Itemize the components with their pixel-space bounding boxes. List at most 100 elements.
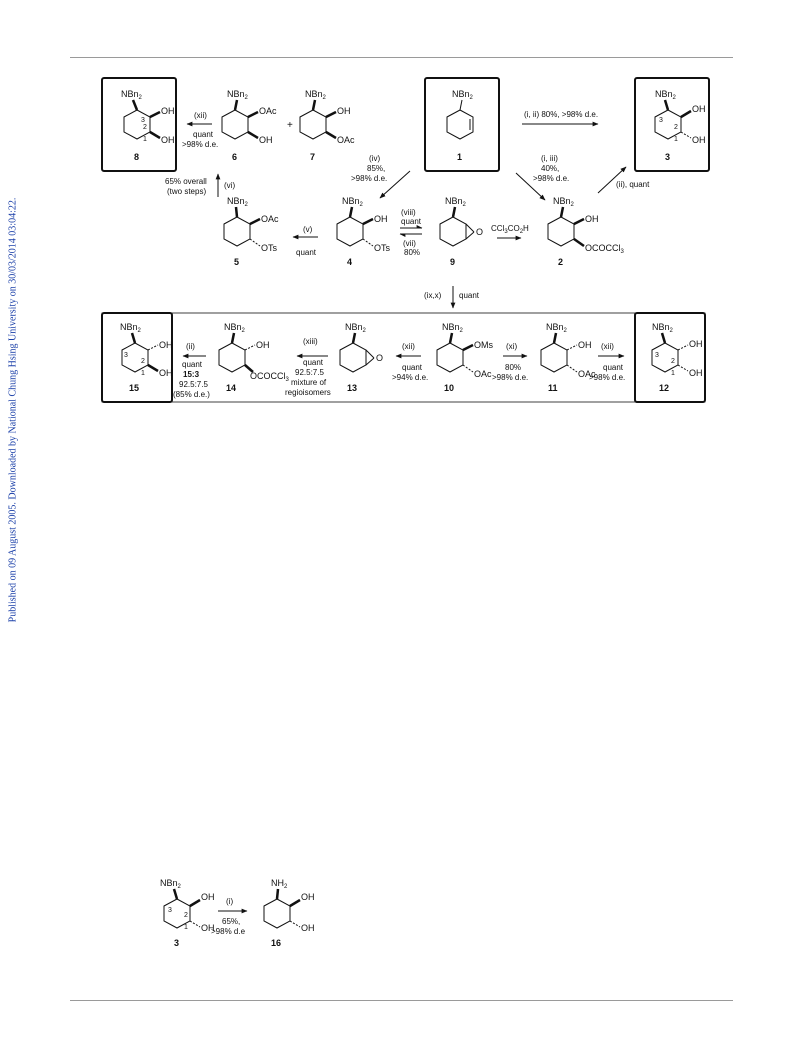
svg-text:>98% d.e.: >98% d.e. bbox=[492, 373, 528, 382]
arrow-2-to-3 bbox=[597, 166, 627, 194]
c2-label: 2 bbox=[558, 257, 563, 267]
c10-oac: OAc bbox=[474, 369, 492, 379]
svg-text:OCOCCl3: OCOCCl3 bbox=[585, 243, 625, 255]
compound-15: NBn2 OH OH 3 2 1 15 bbox=[120, 322, 173, 393]
svg-text:40%,: 40%, bbox=[541, 164, 559, 173]
svg-text:NBn2: NBn2 bbox=[342, 196, 364, 208]
svg-text:(viii): (viii) bbox=[401, 208, 416, 217]
svg-text:quant: quant bbox=[459, 291, 480, 300]
svg-text:3: 3 bbox=[659, 117, 663, 124]
box-compound-1 bbox=[424, 77, 500, 172]
svg-text:65% overall: 65% overall bbox=[165, 177, 207, 186]
svg-text:NBn2: NBn2 bbox=[305, 89, 327, 101]
svg-text:NBn2: NBn2 bbox=[553, 196, 575, 208]
svg-text:1: 1 bbox=[184, 924, 188, 931]
compound-10: NBn2 OMs OAc 10 bbox=[442, 322, 493, 393]
svg-text:16: 16 bbox=[271, 938, 281, 948]
c5-label: 5 bbox=[234, 257, 239, 267]
c4-ots: OTs bbox=[374, 243, 391, 253]
compound-2: NBn2 OH OCOCCl3 2 bbox=[553, 196, 625, 267]
c6-label: 6 bbox=[232, 152, 237, 162]
svg-text:2: 2 bbox=[184, 912, 188, 919]
compound-1: NBn2 1 bbox=[452, 89, 474, 162]
svg-text:>98% d.e.: >98% d.e. bbox=[351, 174, 387, 183]
svg-text:quant: quant bbox=[182, 360, 203, 369]
svg-text:85%,: 85%, bbox=[367, 164, 385, 173]
c12-oh-bottom: OH bbox=[689, 368, 703, 378]
svg-text:NBn2: NBn2 bbox=[546, 322, 568, 334]
box-compound-12 bbox=[634, 312, 706, 403]
svg-text:NBn2: NBn2 bbox=[652, 322, 674, 334]
c2-ester: OCOCCl bbox=[585, 243, 621, 253]
svg-text:65%,: 65%, bbox=[222, 917, 240, 926]
svg-text:NBn2: NBn2 bbox=[655, 89, 677, 101]
svg-text:3: 3 bbox=[168, 907, 172, 914]
svg-text:80%: 80% bbox=[404, 248, 420, 257]
compound-14: NBn2 OH OCOCCl3 14 bbox=[224, 322, 290, 393]
ring-13 bbox=[339, 332, 375, 373]
box-compound-8 bbox=[101, 77, 177, 172]
compound-12: NBn2 OH OH 3 2 1 12 bbox=[652, 322, 703, 393]
ring-7 bbox=[299, 99, 337, 140]
c11-oac: OAc bbox=[578, 369, 596, 379]
svg-text:NBn2: NBn2 bbox=[345, 322, 367, 334]
ring-15 bbox=[121, 332, 159, 373]
c8-oh-bottom: OH bbox=[161, 135, 175, 145]
c8-nbn: NBn bbox=[121, 89, 139, 99]
svg-text:quant: quant bbox=[296, 248, 317, 257]
c11-oh: OH bbox=[578, 340, 592, 350]
svg-text:15:3: 15:3 bbox=[183, 370, 200, 379]
ring-14 bbox=[218, 332, 256, 373]
c15-oh-bottom: OH bbox=[159, 368, 173, 378]
svg-text:(xii): (xii) bbox=[601, 342, 614, 351]
svg-text:mixture of: mixture of bbox=[291, 378, 327, 387]
ring-5 bbox=[223, 206, 261, 247]
svg-text:NBn2: NBn2 bbox=[160, 878, 182, 890]
svg-text:80%: 80% bbox=[505, 363, 521, 372]
svg-text:3: 3 bbox=[655, 352, 659, 359]
compound-3: NBn2 OH OH 3 2 1 3 bbox=[655, 89, 706, 162]
c8-num1: 1 bbox=[143, 136, 147, 143]
arrow-1-to-2 bbox=[515, 172, 546, 201]
svg-text:>98% d.e.: >98% d.e. bbox=[533, 174, 569, 183]
svg-text:(85% d.e.): (85% d.e.) bbox=[173, 390, 210, 399]
compound-11: NBn2 OH OAc 11 bbox=[546, 322, 596, 393]
cond-1-3: (i, ii) 80%, >98% d.e. bbox=[524, 110, 598, 119]
svg-text:CCl3CO2H: CCl3CO2H bbox=[491, 224, 529, 235]
svg-text:(two steps): (two steps) bbox=[167, 187, 206, 196]
c14-oh: OH bbox=[256, 340, 270, 350]
compound-4: NBn2 OH OTs 4 bbox=[342, 196, 391, 267]
svg-text:92.5:7.5: 92.5:7.5 bbox=[179, 380, 208, 389]
ring-2 bbox=[547, 206, 585, 248]
c11-label: 11 bbox=[548, 383, 558, 393]
svg-text:NBn2: NBn2 bbox=[452, 89, 474, 101]
svg-text:(xii): (xii) bbox=[402, 342, 415, 351]
svg-text:quant: quant bbox=[193, 130, 214, 139]
svg-text:OH: OH bbox=[201, 892, 215, 902]
svg-text:(iv): (iv) bbox=[369, 154, 380, 163]
svg-text:NBn2: NBn2 bbox=[120, 322, 142, 334]
ring-4 bbox=[336, 206, 374, 247]
svg-text:(v): (v) bbox=[303, 225, 313, 234]
compound-9: NBn2 O 9 bbox=[445, 196, 483, 267]
c7-label: 7 bbox=[310, 152, 315, 162]
c3-label: 3 bbox=[665, 152, 670, 162]
c4-oh: OH bbox=[374, 214, 388, 224]
svg-text:quant: quant bbox=[303, 358, 324, 367]
c12-oh-top: OH bbox=[689, 339, 703, 349]
c9-label: 9 bbox=[450, 257, 455, 267]
svg-text:3: 3 bbox=[174, 938, 179, 948]
c8-num2: 2 bbox=[143, 124, 147, 131]
compound-5: NBn2 OAc OTs 5 bbox=[227, 196, 279, 267]
c5-ots: OTs bbox=[261, 243, 278, 253]
arrow-1-to-4 bbox=[379, 170, 411, 199]
scheme2-conditions: (i) 65%, >98% d.e bbox=[211, 897, 246, 936]
ring-8 bbox=[123, 99, 161, 140]
c8-label: 8 bbox=[134, 152, 139, 162]
c7-oh: OH bbox=[337, 106, 351, 116]
compound-6: NBn2 OAc OH 6 bbox=[227, 89, 277, 162]
c3-oh-top: OH bbox=[692, 104, 706, 114]
svg-text:(ix,x): (ix,x) bbox=[424, 291, 442, 300]
box-scheme-frame bbox=[101, 312, 706, 403]
